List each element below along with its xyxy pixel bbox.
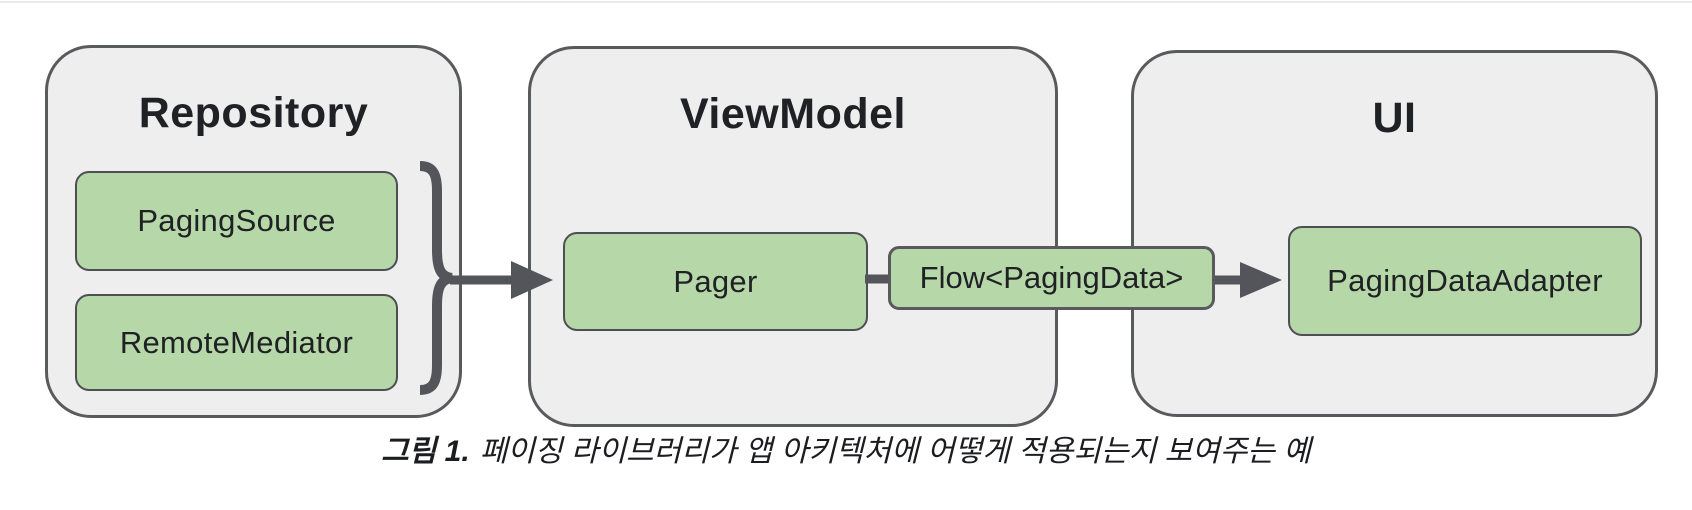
viewmodel-title: ViewModel xyxy=(680,90,906,138)
remote-mediator-node: RemoteMediator xyxy=(75,294,398,391)
paging-data-adapter-node: PagingDataAdapter xyxy=(1288,226,1642,336)
ui-title: UI xyxy=(1372,94,1417,142)
paging-source-node: PagingSource xyxy=(75,171,398,271)
pager-node: Pager xyxy=(563,232,868,331)
figure-caption: 그림 1. 페이징 라이브러리가 앱 아키텍처에 어떻게 적용되는지 보여주는 예 xyxy=(0,433,1692,471)
figure-caption-text: 페이징 라이브러리가 앱 아키텍처에 어떻게 적용되는지 보여주는 예 xyxy=(479,435,1311,468)
viewmodel-container: ViewModel Pager xyxy=(528,46,1058,427)
repository-title: Repository xyxy=(138,89,369,137)
flow-paging-data-node: Flow<PagingData> xyxy=(888,246,1215,310)
page-top-divider xyxy=(0,1,1692,3)
repository-container: Repository PagingSource RemoteMediator xyxy=(45,45,462,418)
ui-container: UI PagingDataAdapter xyxy=(1131,50,1658,417)
figure-caption-label: 그림 1. xyxy=(381,435,470,468)
